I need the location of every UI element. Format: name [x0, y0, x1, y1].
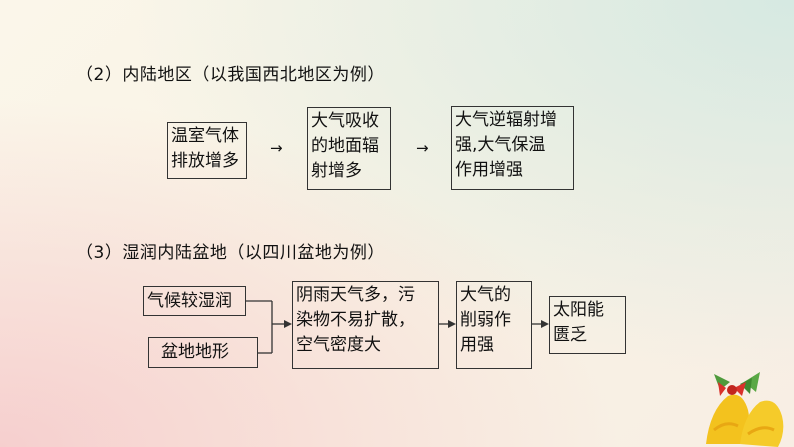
section3-heading: （3）湿润内陆盆地（以四川盆地为例） [76, 243, 385, 263]
box-humid-climate: 气候较湿润 [143, 286, 246, 316]
box-line: 空气密度大 [296, 335, 381, 355]
box-atmosphere-absorb: 大气吸收 的地面辐 射增多 [307, 107, 391, 190]
box-rainy-weather: 阴雨天气多，污 染物不易扩散， 空气密度大 [292, 281, 439, 369]
box-line: 阴雨天气多，污 [296, 285, 415, 305]
box-weakening-effect: 大气的 削弱作 用强 [456, 281, 532, 369]
box-line: 匮乏 [553, 325, 587, 345]
box-line: 强,大气保温 [455, 135, 546, 155]
box-line: 大气的 [460, 285, 511, 305]
box-line: 削弱作 [460, 310, 511, 330]
christmas-bells-icon [706, 372, 784, 447]
section2-heading: （2）内陆地区（以我国西北地区为例） [76, 65, 385, 85]
box-counter-radiation: 大气逆辐射增 强,大气保温 作用增强 [451, 106, 574, 190]
box-line: 染物不易扩散， [296, 310, 415, 330]
box-line: 太阳能 [553, 300, 604, 320]
arrow-icon: → [270, 139, 283, 157]
box-basin-terrain: 盆地地形 [148, 337, 258, 368]
box-line: 大气逆辐射增 [455, 110, 557, 130]
box-line: 大气吸收 [311, 111, 379, 131]
box-solar-scarce: 太阳能 匮乏 [549, 296, 626, 354]
box-line: 温室气体 [171, 126, 239, 146]
box-line: 排放增多 [171, 151, 239, 171]
box-greenhouse-gas: 温室气体 排放增多 [167, 122, 247, 179]
box-line: 的地面辐 [311, 136, 379, 156]
box-line: 气候较湿润 [147, 291, 232, 311]
box-line: 用强 [460, 335, 494, 355]
arrow-icon: → [416, 139, 429, 157]
box-line: 作用增强 [455, 160, 523, 180]
box-line: 射增多 [311, 161, 362, 181]
box-line: 盆地地形 [161, 342, 229, 362]
